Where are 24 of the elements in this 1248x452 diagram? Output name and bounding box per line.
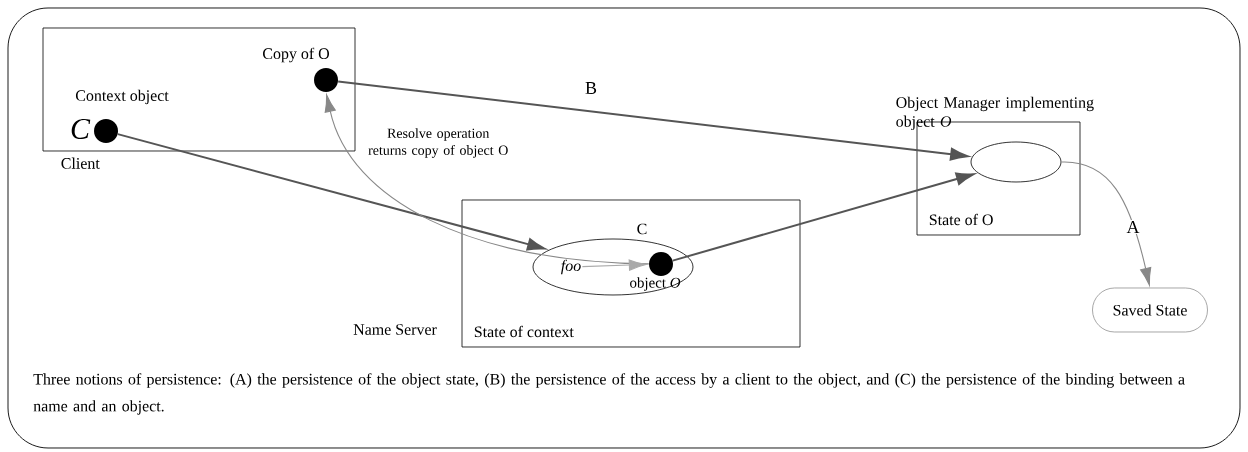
letter-label: C — [637, 223, 647, 235]
edge-label: Resolve operation returns copy of object O — [362, 127, 515, 159]
edge-label: A — [1125, 220, 1141, 234]
beside-label: Context object — [75, 89, 169, 105]
dot — [314, 68, 338, 92]
letter-label: C — [71, 118, 91, 140]
beside-label: object O — [630, 277, 681, 291]
name-label: foo — [561, 259, 581, 275]
dot — [94, 119, 118, 143]
dot — [649, 252, 673, 276]
ellipse — [532, 238, 694, 296]
arrow — [116, 133, 546, 251]
beside-label: Copy of O — [263, 47, 329, 63]
node-label: Client — [61, 157, 100, 169]
arrow — [337, 80, 969, 161]
arrow — [581, 259, 647, 271]
caption: Three notions of persistence: (A) the persistence of the object state, (B) the persistence of the access by a client to the object, and (C) the persistence of the binding between a name and an object. — [33, 373, 1185, 415]
ellipse — [970, 141, 1062, 183]
arrow — [324, 94, 650, 265]
edge-label: B — [584, 81, 598, 95]
saved-state-box: Saved State — [1092, 287, 1208, 333]
beside-label: Name Server — [353, 324, 437, 335]
arrow — [1060, 161, 1152, 286]
arrow — [671, 172, 975, 262]
